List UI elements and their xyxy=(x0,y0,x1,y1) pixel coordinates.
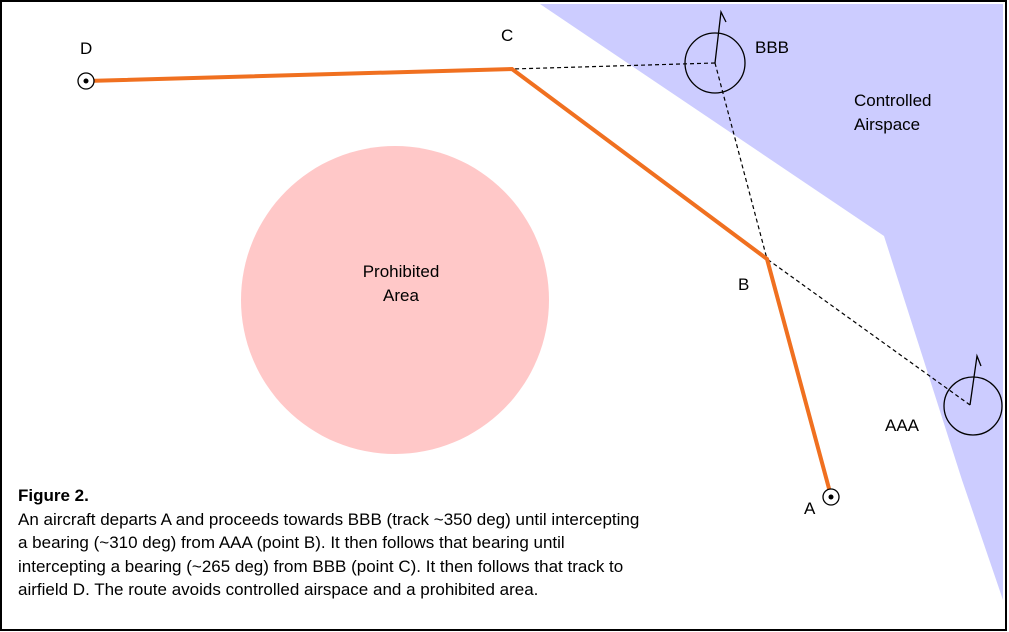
airfield-d-symbol xyxy=(77,72,95,90)
controlled-airspace xyxy=(540,4,1003,600)
point-label-b: B xyxy=(738,275,749,294)
point-label-d: D xyxy=(80,39,92,58)
caption-line: intercepting a bearing (~265 deg) from B… xyxy=(18,556,624,576)
point-label-c: C xyxy=(501,26,513,45)
controlled-airspace-label-line1: Controlled xyxy=(854,91,932,110)
bearing-line-bbb-to-c xyxy=(511,62,716,70)
prohibited-area-label-line1: Prohibited xyxy=(363,262,440,281)
figure-caption: Figure 2. An aircraft departs A and proc… xyxy=(18,484,808,602)
controlled-airspace-label-line2: Airspace xyxy=(854,115,920,134)
prohibited-area xyxy=(241,146,549,454)
caption-line: An aircraft departs A and proceeds towar… xyxy=(18,509,640,529)
point-label-a: A xyxy=(804,499,816,518)
figure-title: Figure 2. xyxy=(18,486,89,505)
airfield-a-symbol xyxy=(822,488,840,506)
navaid-label-bbb: BBB xyxy=(755,38,789,57)
navaid-bbb-symbol xyxy=(684,9,746,94)
flight-route xyxy=(85,66,833,497)
bearing-line-bbb-to-b xyxy=(714,62,768,260)
prohibited-area-label-line2: Area xyxy=(383,286,419,305)
caption-line: a bearing (~310 deg) from AAA (point B).… xyxy=(18,533,565,552)
caption-line: airfield D. The route avoids controlled … xyxy=(18,580,539,599)
navaid-aaa-symbol xyxy=(943,353,1003,436)
navaid-label-aaa: AAA xyxy=(885,416,920,435)
